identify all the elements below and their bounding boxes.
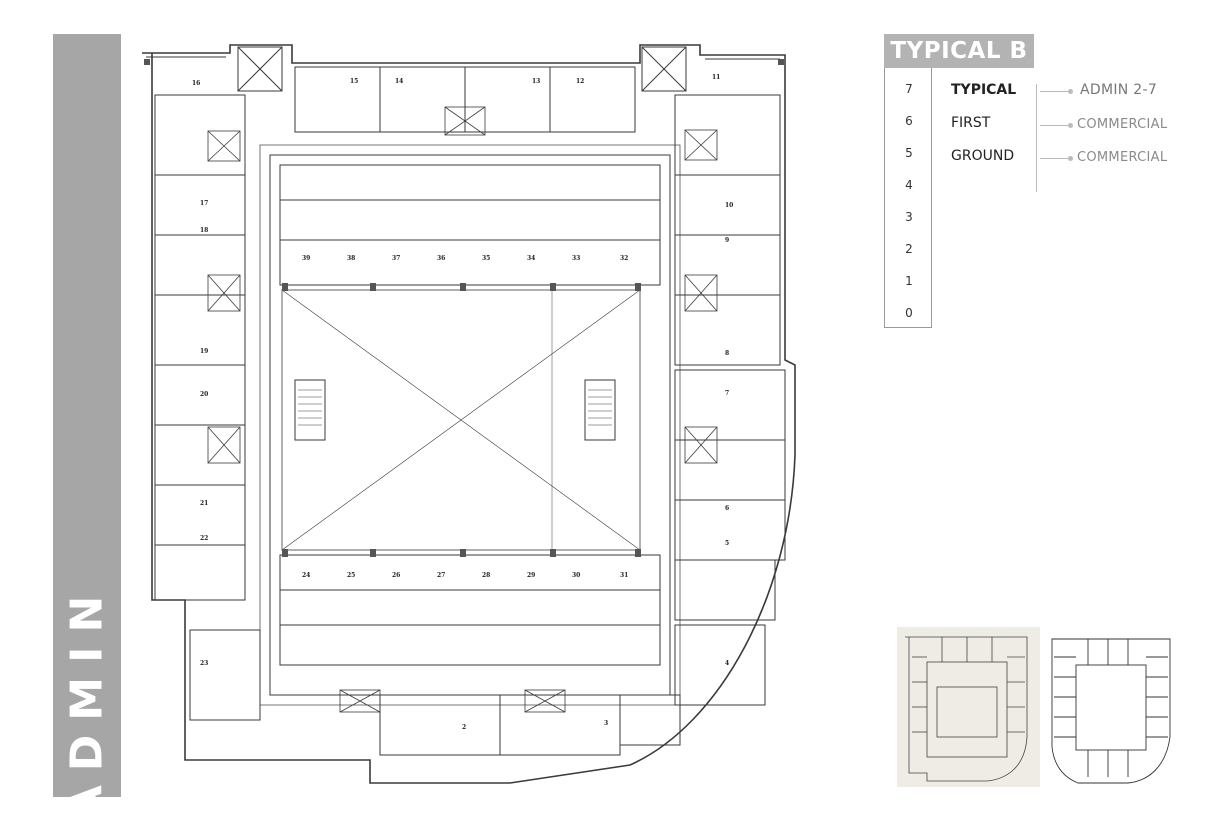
use-first: FIRST [951,115,991,131]
floor-number: 7 [905,82,913,96]
unit-number: 33 [572,255,580,262]
unit-number: 37 [392,255,400,262]
thumbnail-first-floor [897,627,1040,787]
connector-line [1040,125,1070,126]
floor-list: 7 6 5 4 3 2 1 0 [884,68,932,328]
unit-number: 9 [725,237,729,244]
connector-dot [1068,156,1073,161]
unit-number: 21 [200,500,208,507]
connector-vertical [1036,84,1037,192]
connector-line [1040,91,1070,92]
unit-number: 36 [437,255,445,262]
unit-number: 25 [347,572,355,579]
unit-number: 32 [620,255,628,262]
unit-number: 8 [725,350,729,357]
unit-number: 15 [350,78,358,85]
unit-number: 20 [200,391,208,398]
unit-number: 3 [604,720,608,727]
thumbnail-ground-floor [1048,627,1174,787]
unit-number: 11 [712,74,720,81]
use-typical: TYPICAL [951,82,1017,98]
dest-admin: ADMIN 2-7 [1080,82,1158,98]
unit-number: 18 [200,227,208,234]
side-band [53,34,121,797]
floor-number: 3 [905,210,913,224]
side-label-wrap: ADMIN [53,570,121,830]
unit-number: 7 [725,390,729,397]
unit-number: 29 [527,572,535,579]
unit-number: 2 [462,724,466,731]
floor-number: 6 [905,114,913,128]
floor-number: 2 [905,242,913,256]
unit-number: 35 [482,255,490,262]
unit-number: 14 [395,78,403,85]
unit-number: 26 [392,572,400,579]
outer-wall [142,44,796,784]
unit-number: 27 [437,572,445,579]
type-title: TYPICAL B [884,34,1034,68]
floor-number: 5 [905,146,913,160]
unit-number: 19 [200,348,208,355]
unit-number: 13 [532,78,540,85]
unit-number: 5 [725,540,729,547]
unit-number: 4 [725,660,729,667]
side-label: ADMIN [61,581,113,819]
unit-number: 17 [200,200,208,207]
unit-number: 39 [302,255,310,262]
unit-number: 6 [725,505,729,512]
unit-number: 10 [725,202,733,209]
connector-line [1040,158,1070,159]
unit-number: 12 [576,78,584,85]
connector-dot [1068,123,1073,128]
dest-commercial-first: COMMERCIAL [1077,117,1168,132]
unit-number: 30 [572,572,580,579]
unit-number: 24 [302,572,310,579]
floor-number: 1 [905,274,913,288]
floor-number: 4 [905,178,913,192]
unit-number: 38 [347,255,355,262]
use-ground: GROUND [951,148,1015,164]
unit-number: 16 [192,80,200,87]
dest-commercial-ground: COMMERCIAL [1077,150,1168,165]
unit-number: 31 [620,572,628,579]
unit-number: 34 [527,255,535,262]
unit-number: 22 [200,535,208,542]
unit-number: 23 [200,660,208,667]
floor-number: 0 [905,306,913,320]
connector-dot [1068,89,1073,94]
unit-number: 28 [482,572,490,579]
